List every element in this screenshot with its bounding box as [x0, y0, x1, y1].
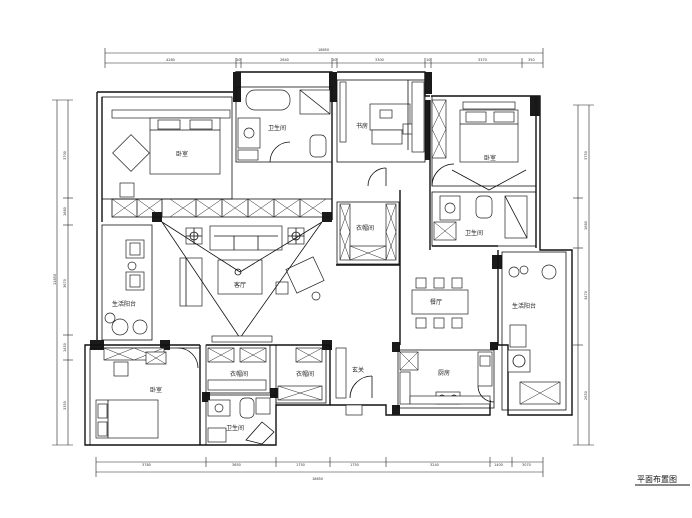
dim-bottom-2: 3650	[232, 463, 241, 467]
dining-table	[411, 289, 469, 315]
plan-title-text: 平面布置图	[637, 474, 677, 484]
room-label-foyer: 玄关	[352, 366, 364, 374]
room-label-balcony-right: 生活阳台	[512, 302, 536, 310]
room-label-dining: 餐厅	[430, 298, 442, 306]
dim-left-3: 3670	[63, 279, 67, 288]
dimension-top: 18650 4280 10 2640 10 3300 10 3370 350	[104, 48, 544, 68]
dim-bottom-3: 1750	[296, 463, 305, 467]
dim-left-2: 1680	[63, 207, 67, 216]
dim-bottom-1: 3780	[142, 463, 151, 467]
dim-right-3: 3470	[584, 291, 588, 300]
bathroom-bottom: 卫生间	[205, 394, 277, 446]
dimension-bottom: 3780 3650 1750 1750 3240 1400 3070 18650	[95, 457, 544, 481]
toilet-right	[475, 195, 493, 219]
study: 书房	[336, 79, 426, 163]
lounge-chair	[285, 256, 325, 294]
room-label-living: 客厅	[234, 281, 246, 289]
wardrobe-strip-master	[111, 198, 333, 218]
bathtub	[245, 89, 291, 111]
bedroom-right: 卧室	[431, 95, 537, 191]
dim-left-1: 3700	[63, 151, 67, 160]
dim-right-4: 2650	[584, 391, 588, 400]
dim-bottom-5: 3240	[430, 463, 439, 467]
room-label-master-bath: 卫生间	[268, 124, 286, 132]
master-bedroom: 卧室	[101, 96, 233, 200]
balcony-right: 生活阳台	[501, 251, 567, 411]
room-label-wardrobe-bottom-a: 衣帽间	[230, 370, 248, 378]
tv-cabinet	[211, 335, 273, 343]
dim-top-3: 2640	[280, 58, 289, 62]
dim-top-4: 10	[332, 58, 336, 62]
sofa	[209, 225, 283, 251]
coffee-table	[217, 259, 263, 295]
room-label-bedroom-right: 卧室	[484, 154, 496, 162]
dim-top-6: 10	[426, 58, 430, 62]
dim-top-5: 3300	[375, 58, 384, 62]
room-label-kitchen: 厨房	[438, 369, 450, 377]
dim-bottom-7: 3070	[522, 463, 531, 467]
room-label-study: 书房	[356, 122, 368, 130]
dim-bottom-total: 18650	[312, 477, 323, 481]
bathroom-right: 卫生间	[431, 191, 537, 247]
dim-left-4: 1450	[63, 343, 67, 352]
room-label-bedroom-bottom: 卧室	[150, 386, 162, 394]
room-label-wardrobe-center: 衣帽间	[356, 224, 374, 232]
dim-right-2: 1680	[584, 221, 588, 230]
wardrobe-bottom-b: 衣帽间	[275, 344, 327, 404]
room-label-bath-right: 卫生间	[465, 229, 483, 237]
dim-top-1: 4280	[166, 58, 175, 62]
room-label-balcony-left: 生活阳台	[112, 300, 136, 308]
interior-walls	[90, 100, 499, 445]
dim-bottom-4: 1750	[350, 463, 359, 467]
dim-top-2: 10	[236, 58, 240, 62]
dimension-left: 11850 3700 1680 3670 1450 3350	[52, 99, 73, 446]
armchair	[112, 134, 150, 172]
dim-top-7: 3370	[478, 58, 487, 62]
dim-right-1: 3750	[584, 151, 588, 160]
balcony-left: 生活阳台	[101, 224, 153, 341]
dim-left-5: 3350	[63, 401, 67, 410]
dim-top-total: 18650	[318, 48, 329, 52]
kitchen: 厨房	[397, 349, 495, 409]
living-room: 客厅	[161, 221, 325, 343]
wardrobe-bottom-a: 衣帽间	[205, 344, 271, 394]
dim-bottom-6: 1400	[494, 463, 503, 467]
wardrobe-center: 衣帽间	[336, 167, 400, 265]
toilet	[309, 134, 327, 158]
dim-left-total: 11850	[53, 274, 57, 285]
master-bathroom: 卫生间	[235, 86, 333, 163]
room-label-bath-bottom: 卫生间	[226, 424, 244, 432]
foyer: 玄关	[335, 347, 373, 416]
toilet-bottom	[239, 397, 255, 419]
dining-room: 餐厅	[411, 277, 469, 329]
plan-title: 平面布置图	[635, 474, 690, 486]
dimension-right: 3750 1680 3470 2650	[573, 104, 594, 446]
room-label-wardrobe-bottom-b: 衣帽间	[296, 370, 314, 378]
dim-top-8: 350	[528, 58, 535, 62]
room-label-master-bedroom: 卧室	[176, 150, 188, 158]
bedroom-bottom: 卧室	[89, 347, 201, 446]
